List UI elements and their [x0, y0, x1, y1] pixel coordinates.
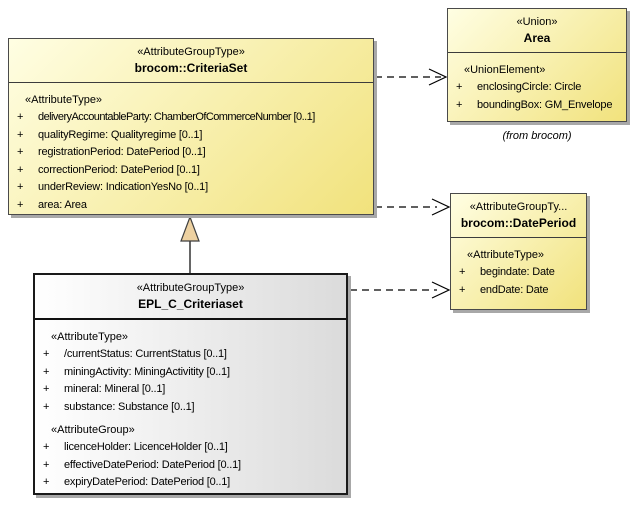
dateperiod-attributes: «AttributeType» + begindate: Date + endD…	[451, 238, 586, 299]
epl-separator	[35, 318, 346, 320]
dateperiod-stereotype: «AttributeGroupTy...	[469, 201, 568, 213]
area-separator	[448, 52, 626, 53]
section-stereotype: «AttributeType»	[51, 331, 129, 343]
attribute-row: + /currentStatus: CurrentStatus [0..1]	[35, 346, 346, 364]
attribute-row: + mineral: Mineral [0..1]	[35, 381, 346, 399]
section-stereotype: «AttributeType»	[25, 94, 103, 106]
dependency-arrow-criteriaset-to-dateperiod	[375, 198, 451, 216]
attribute-label: boundingBox: GM_Envelope	[477, 98, 613, 111]
visibility-sign: +	[17, 163, 24, 176]
attribute-label: enclosingCircle: Circle	[477, 81, 582, 93]
attribute-row: + deliveryAccountableParty: ChamberOfCom…	[9, 109, 373, 127]
visibility-sign: +	[43, 458, 50, 471]
dateperiod-separator	[451, 237, 586, 238]
criteriaset-separator	[9, 82, 373, 83]
visibility-sign: +	[456, 98, 463, 111]
attribute-row: + correctionPeriod: DatePeriod [0..1]	[9, 162, 373, 180]
visibility-sign: +	[459, 266, 466, 278]
section-stereotype: «UnionElement»	[464, 64, 546, 76]
criteriaset-name: brocom::CriteriaSet	[134, 61, 248, 75]
attribute-row: + area: Area	[9, 197, 373, 215]
attribute-row: + expiryDatePeriod: DatePeriod [0..1]	[35, 474, 346, 492]
attribute-row: + endDate: Date	[451, 282, 586, 300]
attribute-row: + boundingBox: GM_Envelope	[448, 97, 626, 115]
criteriaset-attributes: «AttributeType» + deliveryAccountablePar…	[9, 83, 373, 214]
visibility-sign: +	[17, 146, 24, 158]
area-stereotype: «Union»	[516, 16, 558, 28]
visibility-sign: +	[43, 441, 50, 453]
class-box-dateperiod[interactable]: «AttributeGroupTy... brocom::DatePeriod …	[450, 193, 587, 310]
attribute-label: underReview: IndicationYesNo [0..1]	[38, 181, 208, 193]
attribute-label: begindate: Date	[480, 266, 555, 278]
attribute-row: + enclosingCircle: Circle	[448, 79, 626, 97]
attribute-row: + begindate: Date	[451, 264, 586, 282]
epl-attributes: «AttributeType» + /currentStatus: Curren…	[35, 320, 346, 492]
visibility-sign: +	[17, 198, 24, 211]
dependency-arrow-criteriaset-to-area	[375, 68, 448, 86]
attribute-label: mineral: Mineral [0..1]	[64, 383, 166, 395]
dateperiod-header: «AttributeGroupTy... brocom::DatePeriod	[451, 194, 586, 232]
attribute-row: + miningActivity: MiningActivitity [0..1…	[35, 364, 346, 382]
attribute-label: /currentStatus: CurrentStatus [0..1]	[64, 348, 227, 360]
visibility-sign: +	[17, 111, 24, 123]
attribute-label: miningActivity: MiningActivitity [0..1]	[64, 365, 230, 378]
visibility-sign: +	[43, 383, 50, 395]
attribute-label: substance: Substance [0..1]	[64, 400, 195, 413]
attribute-row: + registrationPeriod: DatePeriod [0..1]	[9, 144, 373, 162]
visibility-sign: +	[43, 476, 50, 488]
attribute-label: licenceHolder: LicenceHolder [0..1]	[64, 441, 228, 453]
from-brocom-note: (from brocom)	[502, 130, 572, 142]
class-box-epl-c-criteriaset[interactable]: «AttributeGroupType» EPL_C_Criteriaset «…	[33, 273, 348, 495]
visibility-sign: +	[43, 400, 50, 413]
area-name: Area	[523, 31, 551, 45]
visibility-sign: +	[459, 283, 466, 296]
attribute-row: + underReview: IndicationYesNo [0..1]	[9, 179, 373, 197]
generalization-arrow-epl-to-criteriaset	[180, 215, 200, 273]
class-box-area[interactable]: «Union» Area «UnionElement» + enclosingC…	[447, 8, 627, 122]
visibility-sign: +	[17, 181, 24, 193]
attribute-label: area: Area	[38, 198, 87, 211]
attribute-label: qualityRegime: Qualityregime [0..1]	[38, 128, 203, 141]
epl-name: EPL_C_Criteriaset	[138, 297, 243, 311]
area-attributes: «UnionElement» + enclosingCircle: Circle…	[448, 53, 626, 114]
attribute-label: expiryDatePeriod: DatePeriod [0..1]	[64, 476, 231, 488]
criteriaset-header: «AttributeGroupType» brocom::CriteriaSet	[9, 39, 373, 77]
visibility-sign: +	[43, 365, 50, 378]
attribute-row: + effectiveDatePeriod: DatePeriod [0..1]	[35, 457, 346, 475]
epl-header: «AttributeGroupType» EPL_C_Criteriaset	[35, 275, 346, 313]
visibility-sign: +	[17, 128, 24, 141]
attribute-label: endDate: Date	[480, 283, 549, 296]
attribute-label: deliveryAccountableParty: ChamberOfComme…	[38, 111, 315, 123]
attribute-label: effectiveDatePeriod: DatePeriod [0..1]	[64, 458, 241, 471]
criteriaset-stereotype: «AttributeGroupType»	[137, 46, 245, 58]
epl-stereotype: «AttributeGroupType»	[136, 282, 245, 294]
class-box-criteriaset[interactable]: «AttributeGroupType» brocom::CriteriaSet…	[8, 38, 374, 215]
visibility-sign: +	[456, 81, 463, 93]
attribute-row: + substance: Substance [0..1]	[35, 399, 346, 417]
attribute-row: + licenceHolder: LicenceHolder [0..1]	[35, 439, 346, 457]
attribute-row: + qualityRegime: Qualityregime [0..1]	[9, 127, 373, 145]
visibility-sign: +	[43, 348, 50, 360]
attribute-label: registrationPeriod: DatePeriod [0..1]	[38, 146, 206, 158]
dateperiod-name: brocom::DatePeriod	[460, 216, 577, 230]
section-stereotype: «AttributeGroup»	[51, 424, 135, 436]
area-header: «Union» Area	[448, 9, 626, 47]
dependency-arrow-epl-to-dateperiod	[350, 281, 451, 299]
section-stereotype: «AttributeType»	[467, 249, 545, 261]
attribute-label: correctionPeriod: DatePeriod [0..1]	[38, 163, 200, 176]
